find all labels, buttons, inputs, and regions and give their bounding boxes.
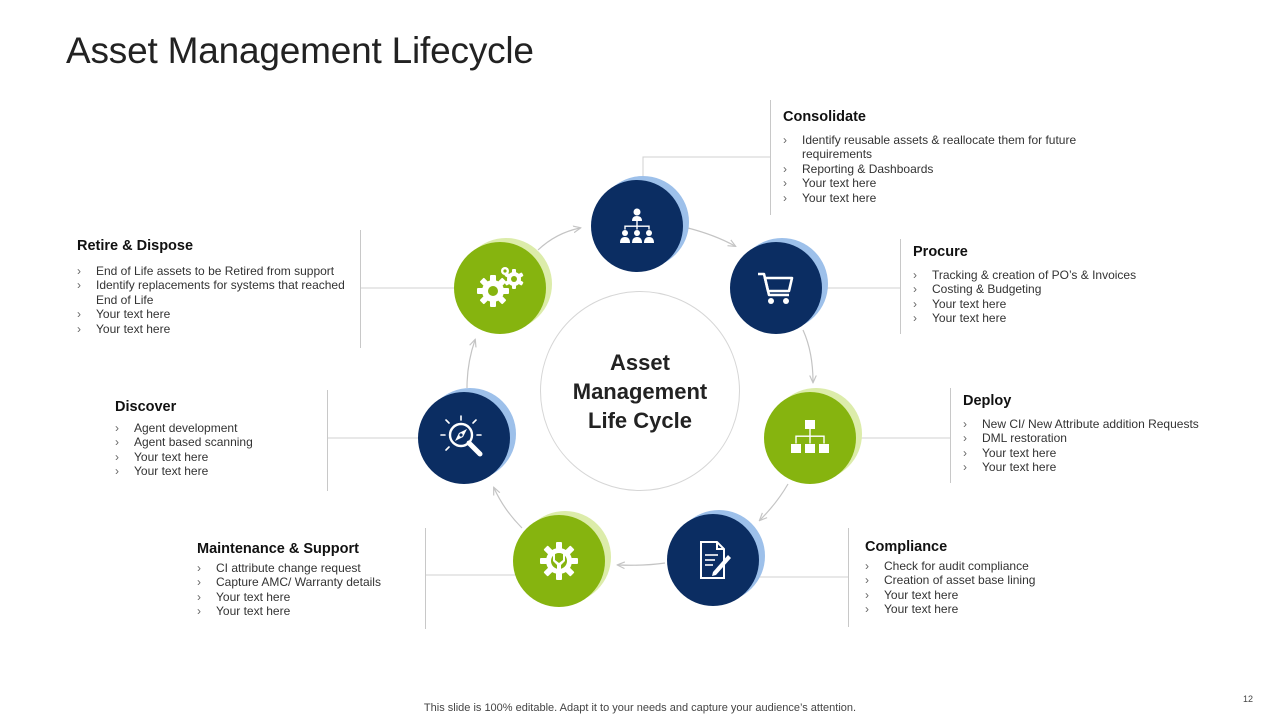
stage-discover: Discover Agent development Agent based s… (115, 390, 328, 491)
list-item: Your text here (783, 191, 1103, 206)
center-label: Asset Management Life Cycle (572, 349, 708, 433)
list-item: Your text here (77, 307, 348, 322)
list-item: Agent development (115, 421, 315, 436)
stage-title: Compliance (865, 539, 948, 555)
list-item: Check for audit compliance (865, 559, 1115, 574)
node-compliance[interactable] (667, 510, 765, 606)
list-item: Capture AMC/ Warranty details (197, 575, 413, 590)
list-item: DML restoration (963, 431, 1243, 446)
people-hierarchy-icon (620, 208, 654, 243)
stage-title: Discover (115, 399, 177, 415)
stage-maintenance: Maintenance & Support CI attribute chang… (197, 528, 426, 629)
compass-magnifier-icon (440, 415, 483, 457)
footer-note: This slide is 100% editable. Adapt it to… (423, 702, 857, 714)
list-item: Your text here (115, 450, 315, 465)
stage-procure: Procure Tracking & creation of PO’s & In… (900, 239, 1183, 334)
gears-icon (477, 267, 524, 307)
list-item: Costing & Budgeting (913, 282, 1183, 297)
list-item: Creation of asset base lining (865, 573, 1115, 588)
list-item: Your text here (865, 602, 1115, 617)
stage-title: Retire & Dispose (77, 238, 194, 254)
gear-wrench-icon (540, 542, 578, 580)
list-item: Agent based scanning (115, 435, 315, 450)
org-chart-icon (791, 420, 829, 453)
stage-title: Maintenance & Support (197, 541, 359, 557)
list-item: Your text here (115, 464, 315, 479)
node-procure[interactable] (730, 238, 828, 334)
page-number: 12 (1243, 694, 1254, 704)
list-item: Your text here (913, 311, 1183, 326)
document-pen-icon (700, 541, 731, 579)
stage-title: Deploy (963, 393, 1012, 409)
list-item: Your text here (963, 446, 1243, 461)
stage-title: Consolidate (783, 109, 866, 125)
list-item: Your text here (197, 590, 413, 605)
stage-retire: Retire & Dispose End of Life assets to b… (77, 230, 361, 348)
list-item: Reporting & Dashboards (783, 162, 1103, 177)
list-item: Your text here (783, 176, 1103, 191)
node-retire[interactable] (454, 238, 552, 334)
node-deploy[interactable] (764, 388, 862, 484)
node-maintenance[interactable] (513, 511, 611, 607)
stage-deploy: Deploy New CI/ New Attribute addition Re… (950, 388, 1243, 483)
list-item: CI attribute change request (197, 561, 413, 576)
list-item: Your text here (77, 322, 348, 337)
stage-consolidate: Consolidate Identify reusable assets & r… (770, 100, 1103, 215)
node-consolidate[interactable] (591, 176, 689, 272)
shopping-cart-icon (758, 272, 794, 304)
list-item: Your text here (197, 604, 413, 619)
list-item: Tracking & creation of PO’s & Invoices (913, 268, 1183, 283)
list-item: Your text here (963, 460, 1243, 475)
list-item: Your text here (865, 588, 1115, 603)
list-item: Your text here (913, 297, 1183, 312)
page-title: Asset Management Lifecycle (66, 30, 534, 71)
node-discover[interactable] (418, 388, 516, 484)
stage-title: Procure (913, 244, 968, 260)
list-item: New CI/ New Attribute addition Requests (963, 417, 1243, 432)
list-item: Identify replacements for systems that r… (77, 278, 348, 307)
stage-compliance: Compliance Check for audit compliance Cr… (848, 528, 1115, 627)
list-item: Identify reusable assets & reallocate th… (783, 133, 1103, 162)
list-item: End of Life assets to be Retired from su… (77, 264, 348, 279)
center-circle: Asset Management Life Cycle (540, 291, 740, 491)
